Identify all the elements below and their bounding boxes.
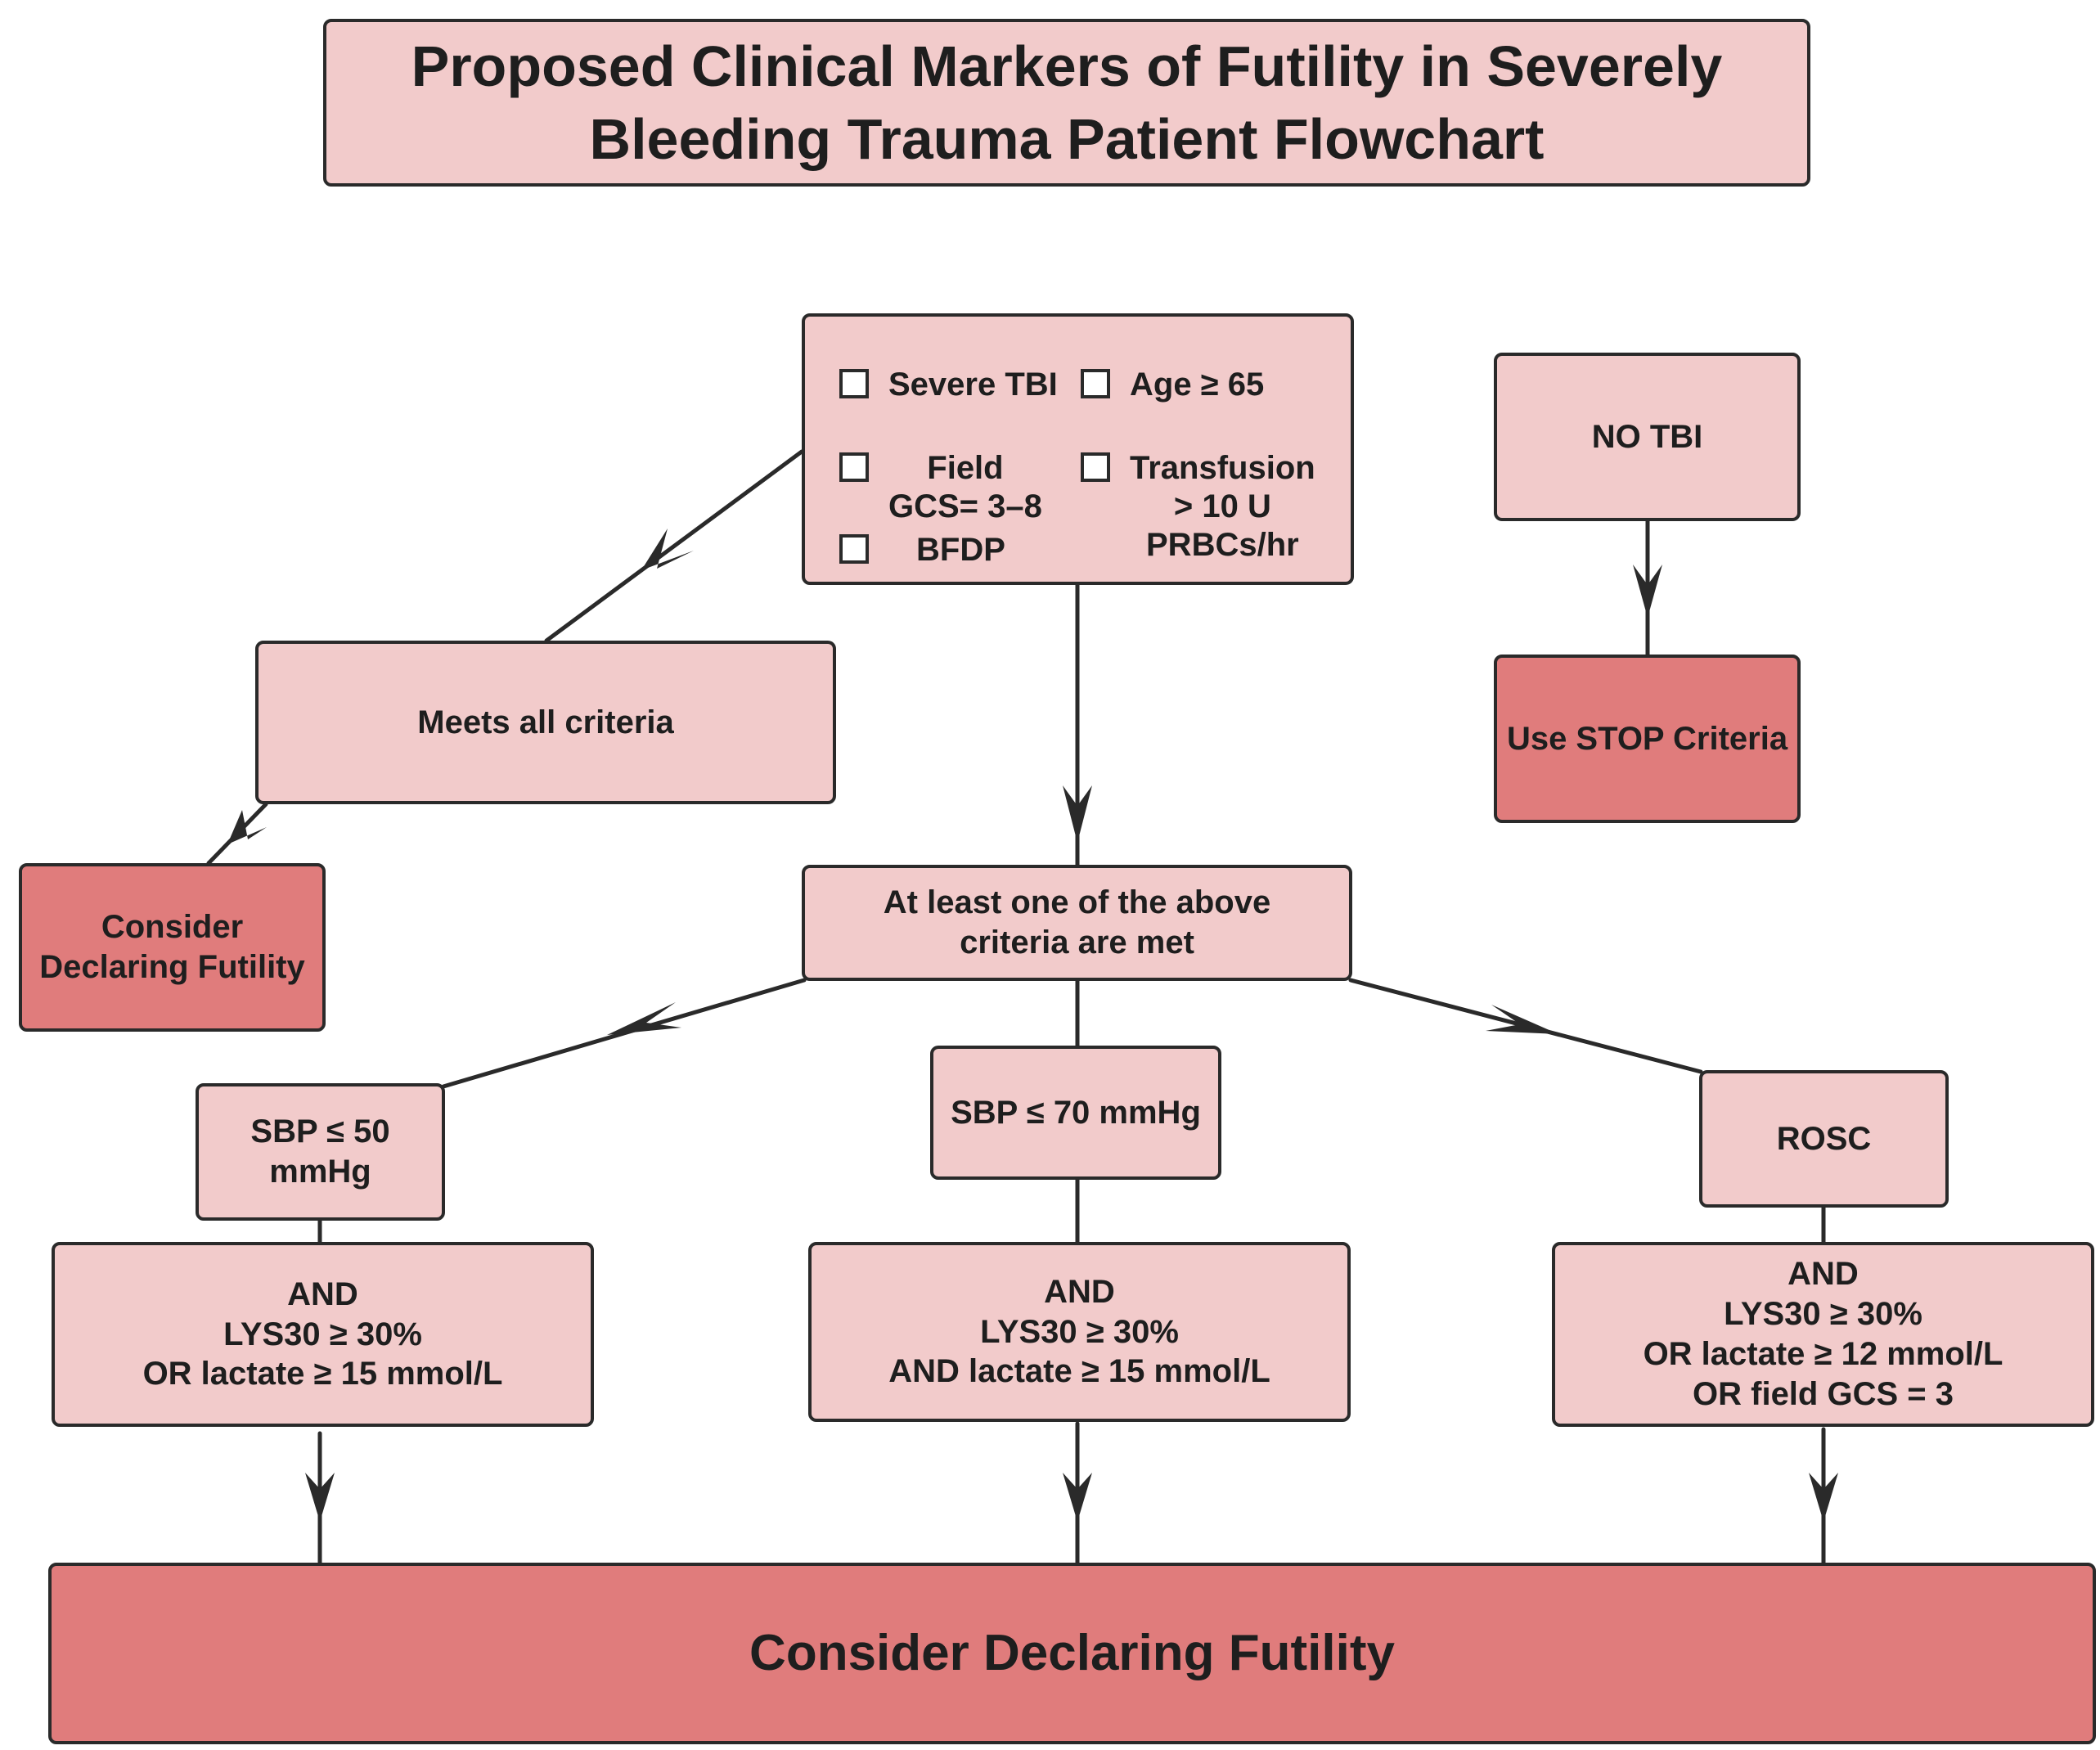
stop-criteria-box: Use STOP Criteria [1494, 655, 1801, 823]
at-least-one-line-1: At least one of the above [883, 884, 1271, 921]
arrowhead-to-stop [1633, 565, 1662, 618]
checkbox-transfusion[interactable] [1081, 452, 1110, 482]
rosc-label: ROSC [1776, 1120, 1872, 1157]
req1-line-1: AND [287, 1275, 358, 1312]
flowchart-title: Proposed Clinical Markers of Futility in… [323, 19, 1810, 187]
consider-left-line-1: Consider [101, 909, 244, 946]
criterion-transfusion-line-2: > 10 U [1173, 488, 1271, 525]
connector-to-sbp50 [441, 978, 807, 1089]
arrowhead-to-meets-all [641, 529, 694, 570]
at-least-one-line-2: criteria are met [960, 924, 1194, 960]
req1-line-2: LYS30 ≥ 30% [223, 1316, 422, 1352]
no-tbi-label: NO TBI [1591, 418, 1703, 455]
checkbox-age[interactable] [1081, 369, 1110, 398]
criterion-field-gcs[interactable]: Field GCS= 3–8 [839, 449, 1042, 526]
req2-line-2: LYS30 ≥ 30% [980, 1313, 1179, 1350]
criteria-box [802, 313, 1354, 585]
req2-line-3: AND lactate ≥ 15 mmol/L [888, 1353, 1270, 1390]
req3-line-3: OR lactate ≥ 12 mmol/L [1643, 1336, 2003, 1372]
criterion-bfdp-label: BFDP [916, 532, 1005, 568]
sbp-50-box: SBP ≤ 50 mmHg [196, 1083, 445, 1221]
arrowhead-and2-to-final [1063, 1473, 1092, 1522]
final-label: Consider Declaring Futility [749, 1625, 1395, 1682]
no-tbi-box: NO TBI [1494, 353, 1801, 521]
consider-left-line-2: Declaring Futility [39, 949, 305, 985]
req3-line-1: AND [1787, 1256, 1859, 1293]
criterion-age-label: Age ≥ 65 [1130, 367, 1265, 403]
sbp-50-line-2: mmHg [269, 1154, 371, 1190]
criterion-bfdp[interactable]: BFDP [839, 531, 1005, 569]
arrowhead-to-rosc [1486, 1005, 1558, 1034]
requirement-box-1: AND LYS30 ≥ 30% OR lactate ≥ 15 mmol/L [52, 1242, 594, 1427]
checkbox-bfdp[interactable] [839, 534, 869, 564]
arrowhead-to-consider [227, 810, 267, 844]
req2-line-1: AND [1044, 1273, 1115, 1310]
criterion-transfusion-line-3: PRBCs/hr [1146, 527, 1299, 564]
arrowhead-to-at-least-one [1063, 785, 1092, 843]
connector-criteria-to-meets-all [544, 449, 804, 643]
criterion-transfusion-line-1: Transfusion [1130, 450, 1315, 486]
arrowhead-and1-to-final [305, 1473, 335, 1522]
title-line-1: Proposed Clinical Markers of Futility in… [411, 34, 1723, 99]
requirement-box-3: AND LYS30 ≥ 30% OR lactate ≥ 12 mmol/L O… [1552, 1242, 2094, 1427]
arrowhead-to-sbp50 [607, 1002, 681, 1035]
consider-futility-left-box: Consider Declaring Futility [19, 863, 326, 1032]
req3-line-2: LYS30 ≥ 30% [1724, 1296, 1922, 1333]
rosc-box: ROSC [1699, 1070, 1949, 1208]
sbp-70-label: SBP ≤ 70 mmHg [951, 1094, 1201, 1131]
checkbox-field-gcs[interactable] [839, 452, 869, 482]
requirement-box-2: AND LYS30 ≥ 30% AND lactate ≥ 15 mmol/L [808, 1242, 1351, 1422]
criterion-severe-tbi-label: Severe TBI [888, 367, 1058, 403]
at-least-one-box: At least one of the above criteria are m… [802, 865, 1352, 981]
criterion-field-gcs-line-1: Field [927, 450, 1004, 486]
criterion-field-gcs-line-2: GCS= 3–8 [888, 488, 1042, 525]
req1-line-3: OR lactate ≥ 15 mmol/L [142, 1356, 503, 1392]
sbp-50-line-1: SBP ≤ 50 [250, 1113, 390, 1150]
title-line-2: Bleeding Trauma Patient Flowchart [589, 106, 1545, 171]
stop-criteria-label: Use STOP Criteria [1506, 720, 1788, 757]
consider-futility-final-box: Consider Declaring Futility [48, 1563, 2096, 1744]
req3-line-4: OR field GCS = 3 [1693, 1375, 1954, 1412]
meets-all-criteria-label: Meets all criteria [417, 704, 674, 740]
criterion-severe-tbi[interactable]: Severe TBI [839, 366, 1058, 404]
arrowhead-and3-to-final [1809, 1473, 1838, 1522]
criterion-age[interactable]: Age ≥ 65 [1081, 366, 1264, 404]
criterion-transfusion[interactable]: Transfusion > 10 U PRBCs/hr [1081, 449, 1315, 565]
sbp-70-box: SBP ≤ 70 mmHg [930, 1046, 1221, 1180]
meets-all-criteria-box: Meets all criteria [255, 641, 836, 804]
checkbox-severe-tbi[interactable] [839, 369, 869, 398]
